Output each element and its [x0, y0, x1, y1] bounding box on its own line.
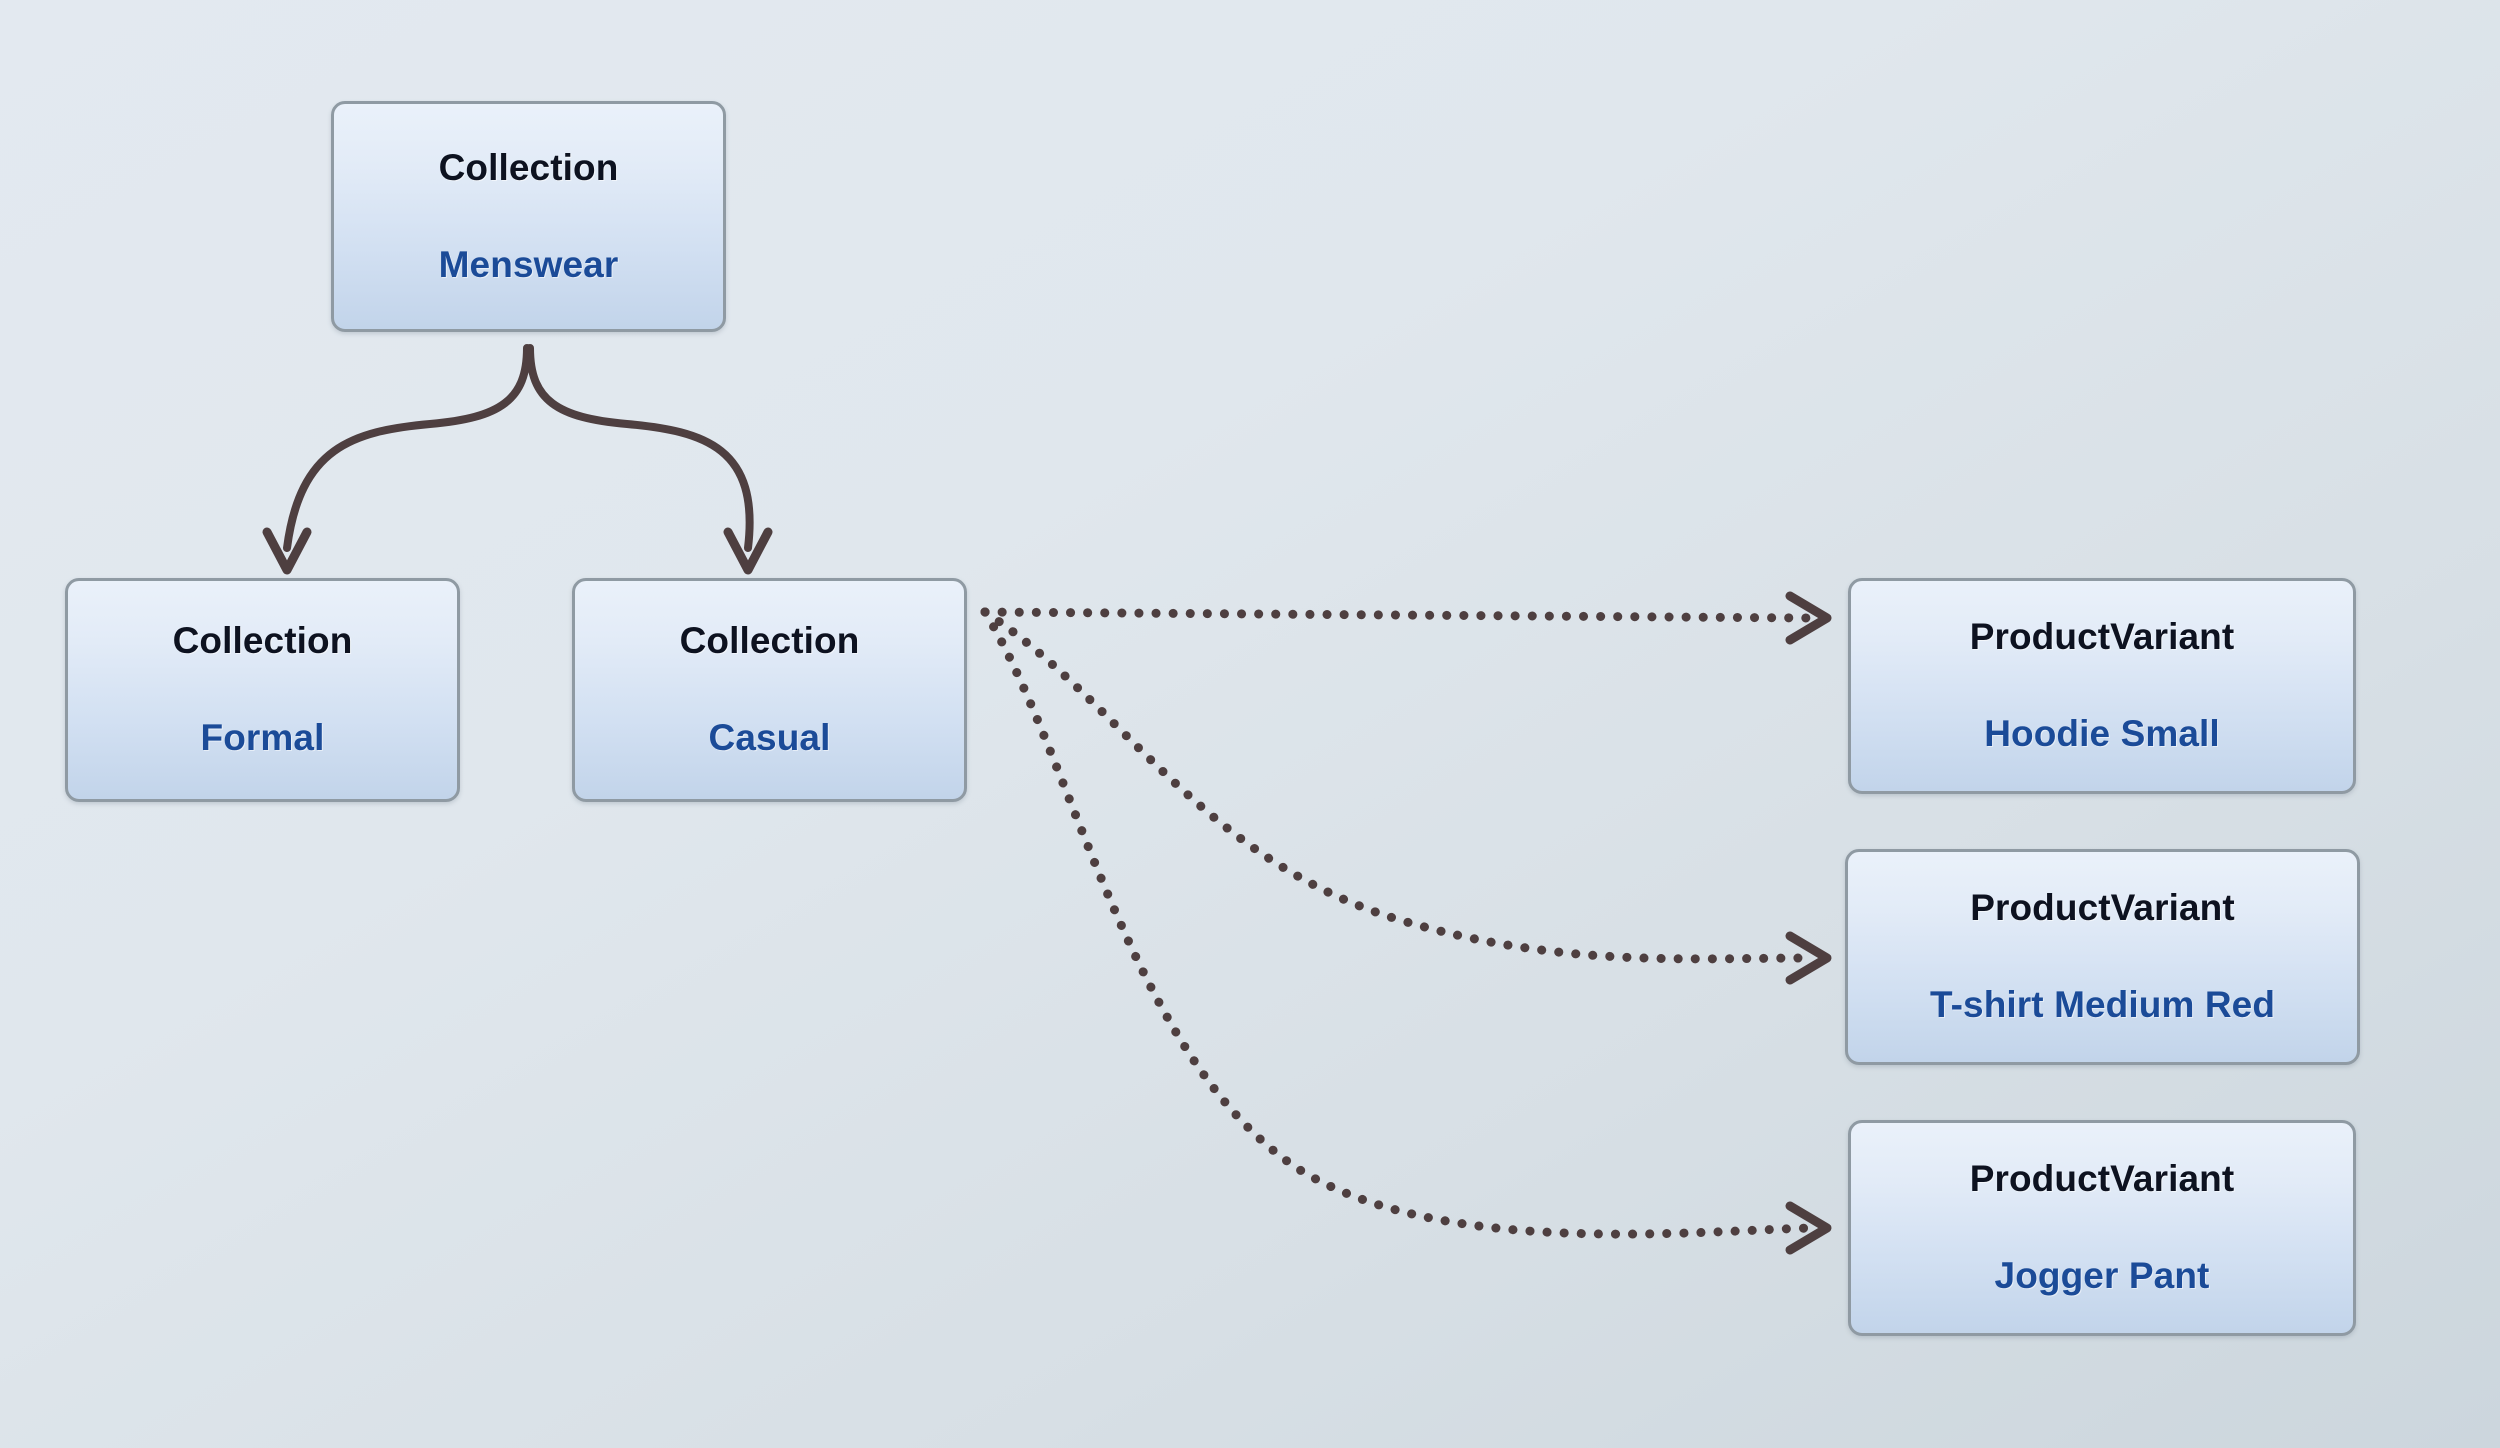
node-name-label: Hoodie Small: [1984, 713, 2220, 754]
node-productvariant-jogger-pant[interactable]: ProductVariant Jogger Pant: [1848, 1120, 2356, 1336]
node-type-label: Collection: [679, 620, 860, 662]
node-collection-menswear[interactable]: Collection Menswear: [331, 101, 726, 332]
node-name-label: Menswear: [438, 243, 619, 285]
node-type-label: Collection: [438, 146, 619, 188]
arrowhead-icon: [1785, 1201, 1832, 1255]
node-type-label: Collection: [172, 620, 353, 662]
node-collection-formal[interactable]: Collection Formal: [65, 578, 460, 802]
arrowhead-icon: [1785, 591, 1832, 645]
node-name-label: Formal: [200, 717, 325, 758]
node-productvariant-tshirt-medium-red[interactable]: ProductVariant T-shirt Medium Red: [1845, 849, 2360, 1065]
node-type-label: ProductVariant: [1969, 616, 2235, 658]
arrowhead-icon: [1785, 931, 1832, 985]
edge-menswear-casual: [526, 344, 773, 575]
node-type-label: ProductVariant: [1970, 887, 2235, 929]
node-type-label: ProductVariant: [1969, 1158, 2235, 1200]
edge-casual-jogger: [980, 607, 1832, 1255]
node-name-label: Jogger Pant: [1994, 1255, 2210, 1296]
edge-menswear-formal: [262, 344, 531, 575]
edge-casual-hoodie: [980, 591, 1832, 645]
arrowhead-icon: [723, 527, 773, 575]
node-name-label: Casual: [708, 717, 831, 758]
node-productvariant-hoodie-small[interactable]: ProductVariant Hoodie Small: [1848, 578, 2356, 794]
node-collection-casual[interactable]: Collection Casual: [572, 578, 967, 802]
node-name-label: T-shirt Medium Red: [1929, 984, 2276, 1025]
arrowhead-icon: [262, 527, 312, 575]
edge-casual-tshirt: [980, 607, 1832, 985]
